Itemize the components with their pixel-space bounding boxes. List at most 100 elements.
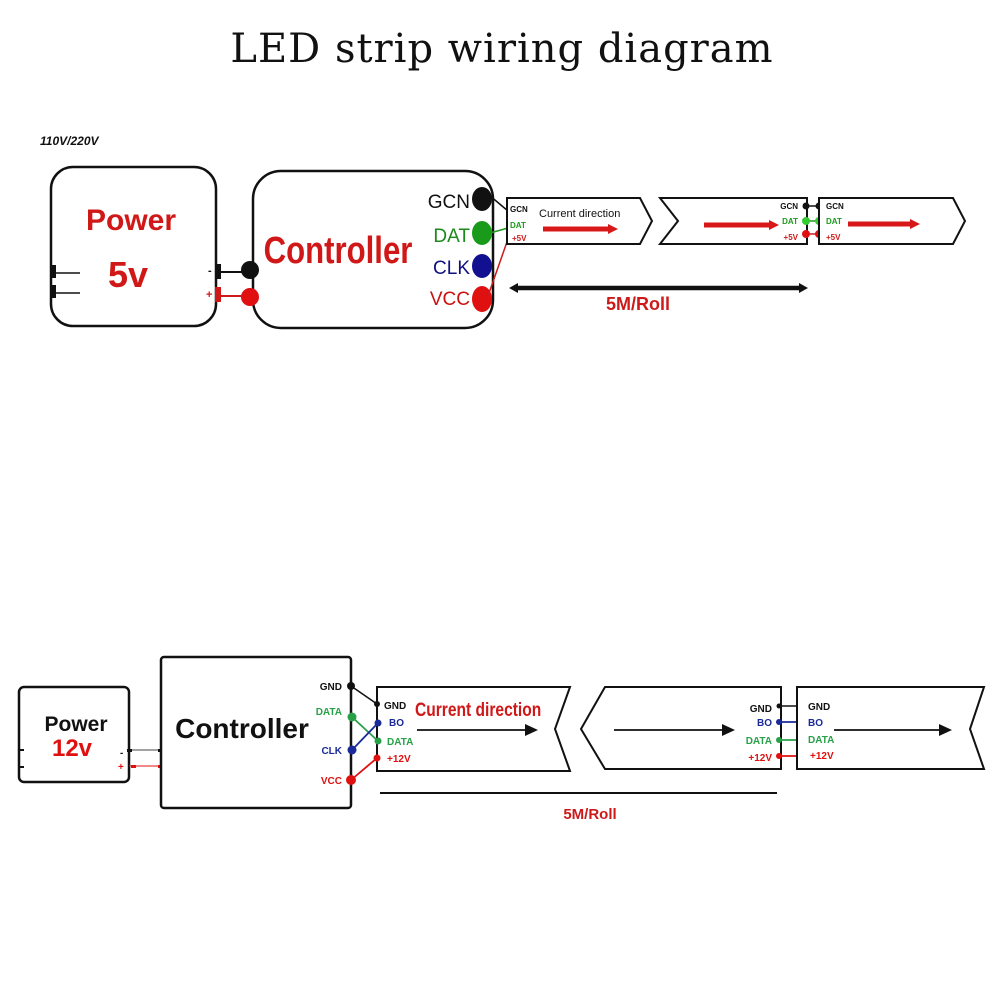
roll-length-indicator-12v: 5M/Roll — [380, 792, 777, 823]
dc-plus-tab — [215, 287, 221, 302]
power-title: Power — [44, 713, 107, 736]
length-arrow-left — [509, 283, 518, 293]
power-box — [17, 685, 131, 784]
strip-segment-3: GCN DAT +5V — [818, 197, 967, 245]
segment-pin-gcn: GCN — [826, 202, 844, 211]
strip-segment-2: GND BO DATA +12V — [579, 686, 782, 770]
pad-data — [374, 737, 382, 745]
pad-gnd — [776, 703, 782, 709]
roll-length-indicator-5v: 5M/Roll — [509, 283, 808, 314]
strip-outline — [579, 686, 782, 770]
pin-label-clk: CLK — [433, 258, 470, 279]
segment-pin-dat: DAT — [782, 217, 798, 226]
controller-5v: Controller GCN DAT CLK VCC — [241, 169, 495, 330]
strip-pin-12v: +12V — [387, 754, 411, 765]
controller-box — [159, 655, 353, 810]
mains-voltage-label: 110V/220V — [40, 134, 99, 148]
wire-vcc — [350, 757, 378, 781]
segment-pin-data: DATA — [808, 735, 834, 746]
controller-input-minus-terminal — [241, 261, 259, 279]
pin-terminal-gcn — [472, 187, 492, 211]
strip-segment-1: GND BO DATA +12V Current direction — [373, 686, 572, 772]
strip-pin-data: DATA — [387, 737, 413, 748]
dc-plus-tab — [131, 765, 136, 768]
pin-label-gcn: GCN — [428, 192, 470, 213]
current-arrow-head — [608, 224, 618, 234]
controller-title: Controller — [264, 230, 413, 272]
pin-label-dat: DAT — [433, 226, 470, 247]
pin-terminal-clk — [472, 254, 492, 278]
pin-label-clk: CLK — [321, 746, 342, 757]
pin-label-vcc: VCC — [321, 776, 342, 787]
wire-dat — [489, 227, 509, 234]
segment-pin-bo: BO — [808, 718, 823, 729]
dc-minus-tab — [127, 749, 132, 752]
strip-pin-dat: DAT — [510, 221, 526, 230]
segment-pin-5v: +5V — [826, 233, 841, 242]
length-arrow-right — [799, 283, 808, 293]
current-arrow-head — [910, 219, 920, 229]
strip-outline — [796, 686, 986, 770]
wire-vcc — [487, 238, 509, 297]
segment-pin-12v: +12V — [748, 753, 772, 764]
strip-pin-bo: BO — [389, 718, 404, 729]
power-supply-5v: Power 5v - + — [49, 165, 245, 328]
current-direction-label: Current direction — [539, 208, 620, 220]
strip-segment-3: GND BO DATA +12V — [796, 686, 986, 770]
pad-12v — [373, 754, 381, 762]
strip-outline — [818, 197, 967, 245]
wire-gnd — [350, 685, 378, 705]
pin-terminal-dat — [472, 221, 492, 245]
power-supply-12v: Power 12v - + — [17, 685, 166, 784]
pad-gnd — [374, 701, 380, 707]
segment-pin-5v: +5V — [784, 233, 799, 242]
dc-minus-tab — [215, 264, 221, 279]
segment-pin-12v: +12V — [810, 751, 834, 762]
current-arrow-head — [939, 724, 952, 736]
strip-pin-gcn: GCN — [510, 205, 528, 214]
segment-pin-data: DATA — [746, 736, 772, 747]
segment-pin-gnd: GND — [750, 704, 772, 715]
power-box — [49, 165, 218, 328]
pin-label-data: DATA — [316, 707, 342, 718]
strip-outline — [657, 197, 808, 245]
ac-input-tab — [50, 265, 56, 278]
plus-label: + — [206, 289, 212, 301]
segment-pin-gcn: GCN — [780, 202, 798, 211]
strip-outline — [506, 197, 654, 245]
pad-12v — [776, 753, 782, 759]
strip-segment-1: GCN DAT +5V Current direction — [506, 197, 654, 245]
pad-data — [776, 737, 782, 743]
pin-label-vcc: VCC — [430, 289, 470, 310]
power-voltage: 5v — [108, 254, 148, 295]
strip-segment-2: GCN DAT +5V — [657, 197, 808, 245]
ac-input-tab — [50, 285, 56, 298]
plus-label: + — [118, 762, 124, 773]
wire-data — [351, 716, 379, 742]
controller-box — [251, 169, 495, 330]
current-arrow-head — [722, 724, 735, 736]
minus-label: - — [120, 748, 123, 759]
pad-dat — [802, 217, 810, 225]
diagram-5v: 110V/220V Power 5v - + Controller — [40, 134, 967, 330]
strip-pin-5v: +5V — [512, 234, 527, 243]
power-voltage: 12v — [52, 735, 93, 762]
pin-label-gnd: GND — [320, 682, 342, 693]
power-title: Power — [86, 204, 176, 237]
controller-input-plus-terminal — [241, 288, 259, 306]
pin-terminal-vcc — [472, 286, 492, 312]
controller-12v: Controller GND DATA CLK VCC — [159, 655, 357, 810]
pad-bo — [374, 719, 382, 727]
strip-pin-gnd: GND — [384, 701, 406, 712]
segment-pin-dat: DAT — [826, 217, 842, 226]
pad-gcn — [802, 202, 810, 210]
diagram-12v: Power 12v - + Controller GND DATA CLK VC… — [17, 655, 986, 823]
current-direction-label: Current direction — [415, 699, 541, 721]
minus-label: - — [208, 265, 212, 277]
controller-title: Controller — [175, 713, 309, 744]
pad-bo — [776, 719, 782, 725]
current-arrow-head — [769, 220, 779, 230]
roll-length-label: 5M/Roll — [563, 806, 616, 823]
page-title: LED strip wiring diagram — [230, 26, 773, 72]
